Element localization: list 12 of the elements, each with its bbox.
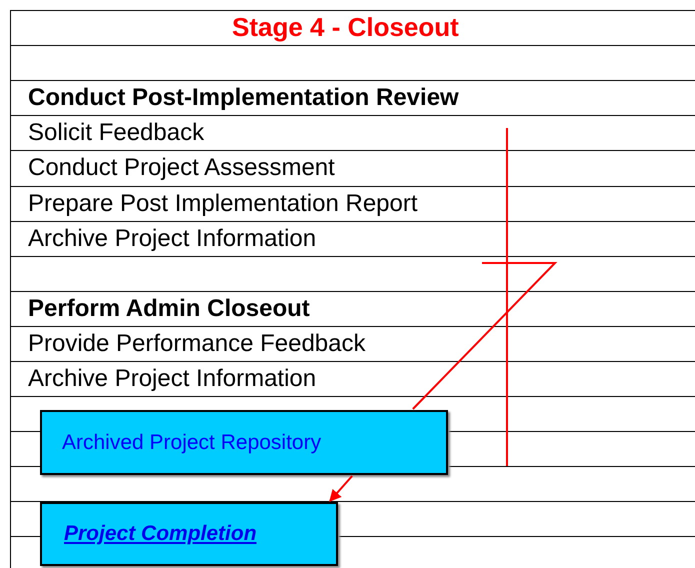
- task-text: Archive Project Information: [28, 364, 316, 394]
- task-text: Prepare Post Implementation Report: [28, 189, 418, 219]
- milestone-box: Project Completion: [40, 502, 338, 566]
- title: Stage 4 - Closeout: [232, 11, 459, 44]
- task-text: Provide Performance Feedback: [28, 329, 366, 359]
- task-text: Archive Project Information: [28, 224, 316, 254]
- task-text: Solicit Feedback: [28, 118, 204, 148]
- section-heading: Perform Admin Closeout: [28, 294, 310, 324]
- repository-box: Archived Project Repository: [40, 410, 448, 475]
- task-text: Conduct Project Assessment: [28, 153, 335, 183]
- arrow: [329, 475, 353, 502]
- section-heading: Conduct Post-Implementation Review: [28, 83, 459, 113]
